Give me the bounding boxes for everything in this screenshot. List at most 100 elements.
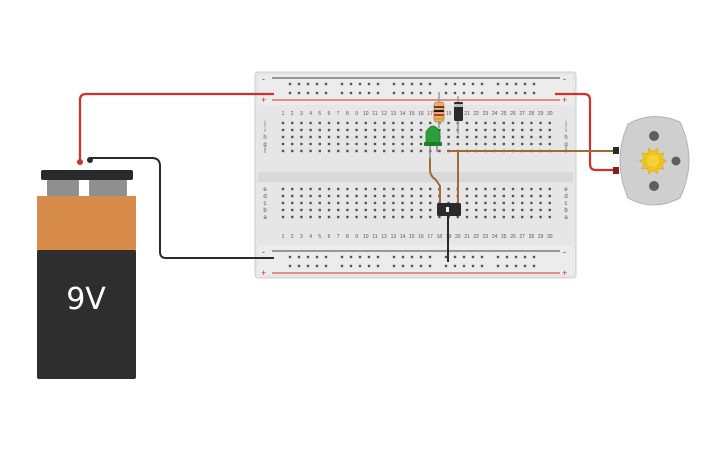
breadboard-hole[interactable] [484, 215, 487, 219]
breadboard-hole[interactable] [532, 255, 536, 259]
breadboard-hole[interactable] [514, 82, 518, 86]
breadboard-hole[interactable] [475, 201, 478, 205]
breadboard-hole[interactable] [346, 135, 349, 139]
breadboard-hole[interactable] [358, 255, 362, 259]
breadboard-hole[interactable] [306, 91, 310, 95]
breadboard-hole[interactable] [327, 215, 331, 219]
breadboard-hole[interactable] [484, 121, 487, 125]
breadboard-hole[interactable] [505, 91, 509, 95]
breadboard-hole[interactable] [539, 194, 542, 198]
breadboard-hole[interactable] [456, 215, 459, 219]
breadboard-hole[interactable] [502, 201, 505, 205]
breadboard-hole[interactable] [410, 91, 414, 95]
breadboard-hole[interactable] [444, 82, 448, 86]
breadboard-hole[interactable] [453, 255, 457, 259]
breadboard-hole[interactable] [383, 121, 386, 125]
breadboard-hole[interactable] [511, 128, 515, 132]
breadboard-hole[interactable] [410, 187, 413, 191]
breadboard-hole[interactable] [291, 135, 294, 139]
breadboard-hole[interactable] [392, 187, 395, 191]
breadboard-hole[interactable] [291, 187, 294, 191]
led[interactable] [424, 125, 442, 158]
breadboard-hole[interactable] [309, 187, 312, 191]
breadboard-hole[interactable] [447, 187, 450, 191]
breadboard-hole[interactable] [484, 194, 487, 198]
breadboard-hole[interactable] [318, 121, 321, 125]
breadboard-hole[interactable] [465, 121, 469, 125]
breadboard-hole[interactable] [383, 194, 386, 198]
breadboard-hole[interactable] [511, 187, 515, 191]
breadboard-hole[interactable] [521, 194, 524, 198]
breadboard-hole[interactable] [373, 194, 377, 198]
breadboard-hole[interactable] [521, 215, 524, 219]
breadboard-hole[interactable] [465, 208, 469, 212]
breadboard-hole[interactable] [355, 149, 358, 153]
breadboard-hole[interactable] [364, 142, 367, 146]
breadboard-hole[interactable] [505, 264, 509, 268]
breadboard-hole[interactable] [327, 142, 331, 146]
breadboard-hole[interactable] [419, 82, 423, 86]
breadboard-hole[interactable] [401, 91, 405, 95]
breadboard-hole[interactable] [447, 142, 450, 146]
breadboard-hole[interactable] [392, 142, 395, 146]
breadboard-hole[interactable] [358, 82, 362, 86]
breadboard-hole[interactable] [327, 194, 331, 198]
breadboard-hole[interactable] [496, 255, 500, 259]
breadboard-hole[interactable] [373, 121, 377, 125]
breadboard-hole[interactable] [349, 264, 353, 268]
breadboard-hole[interactable] [291, 201, 294, 205]
breadboard-hole[interactable] [548, 128, 551, 132]
breadboard-hole[interactable] [373, 208, 377, 212]
breadboard-hole[interactable] [419, 255, 423, 259]
breadboard-hole[interactable] [438, 149, 441, 153]
red-wire-battery-to-rail[interactable] [78, 92, 274, 160]
breadboard-hole[interactable] [523, 264, 527, 268]
breadboard-hole[interactable] [502, 135, 505, 139]
breadboard-hole[interactable] [471, 264, 475, 268]
breadboard-hole[interactable] [392, 208, 395, 212]
breadboard-hole[interactable] [548, 187, 551, 191]
breadboard-hole[interactable] [392, 82, 396, 86]
breadboard-hole[interactable] [281, 142, 285, 146]
breadboard-hole[interactable] [447, 128, 450, 132]
breadboard-hole[interactable] [355, 215, 358, 219]
breadboard-hole[interactable] [410, 208, 413, 212]
breadboard-hole[interactable] [392, 264, 396, 268]
breadboard-hole[interactable] [364, 135, 367, 139]
breadboard-hole[interactable] [346, 208, 349, 212]
breadboard-hole[interactable] [444, 264, 448, 268]
breadboard-hole[interactable] [309, 215, 312, 219]
breadboard-hole[interactable] [410, 201, 413, 205]
breadboard-hole[interactable] [475, 128, 478, 132]
breadboard-hole[interactable] [306, 255, 310, 259]
breadboard-hole[interactable] [383, 142, 386, 146]
breadboard-hole[interactable] [300, 201, 303, 205]
diode[interactable] [454, 96, 463, 134]
breadboard-hole[interactable] [309, 142, 312, 146]
breadboard-hole[interactable] [340, 255, 344, 259]
breadboard-hole[interactable] [532, 91, 536, 95]
breadboard-hole[interactable] [392, 128, 395, 132]
breadboard-hole[interactable] [493, 201, 496, 205]
breadboard-hole[interactable] [281, 201, 285, 205]
breadboard-hole[interactable] [327, 128, 331, 132]
breadboard-hole[interactable] [346, 142, 349, 146]
breadboard-hole[interactable] [530, 135, 533, 139]
breadboard-hole[interactable] [410, 128, 413, 132]
breadboard-hole[interactable] [410, 255, 414, 259]
breadboard-hole[interactable] [315, 255, 319, 259]
breadboard-hole[interactable] [315, 91, 319, 95]
breadboard-hole[interactable] [410, 121, 413, 125]
breadboard-hole[interactable] [355, 208, 358, 212]
breadboard-hole[interactable] [392, 194, 395, 198]
breadboard-hole[interactable] [315, 82, 319, 86]
breadboard-hole[interactable] [281, 135, 285, 139]
breadboard-hole[interactable] [309, 121, 312, 125]
breadboard-hole[interactable] [327, 135, 331, 139]
breadboard-hole[interactable] [383, 215, 386, 219]
breadboard-hole[interactable] [530, 128, 533, 132]
breadboard-hole[interactable] [462, 255, 466, 259]
breadboard-hole[interactable] [410, 264, 414, 268]
breadboard-hole[interactable] [548, 121, 551, 125]
breadboard-hole[interactable] [539, 128, 542, 132]
